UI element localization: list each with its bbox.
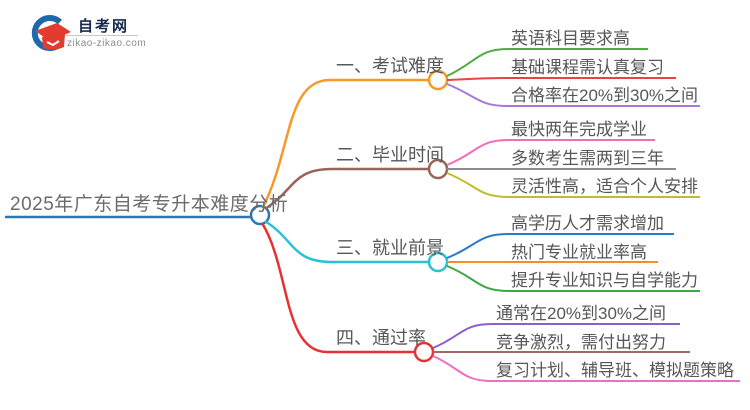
branch-1-child-3[interactable]: 合格率在20%到30%之间 [511,86,699,105]
branch-2-child-1-curve [446,139,655,166]
branch-3-child-3[interactable]: 提升专业知识与自学能力 [511,271,698,290]
branch-3-child-3-curve [446,265,700,292]
branch-3-child-1[interactable]: 高学历人才需求增加 [511,214,664,233]
branch-4-curve [260,222,415,354]
branch-3-employment-outlook[interactable]: 三、就业前景 [336,238,444,258]
central-topic[interactable]: 2025年广东自考专升本难度分析 [10,194,289,215]
branch-4-child-2[interactable]: 竞争激烈，需付出努力 [496,333,666,352]
branch-2-child-3-curve [446,172,700,198]
site-url: zikao-zikao.com [67,38,147,49]
branch-1-child-2-curve [446,77,676,81]
branch-2-curve [264,167,429,211]
branch-1-child-1-curve [446,48,648,77]
branch-2-child-2[interactable]: 多数考生需两到三年 [511,149,664,168]
branch-1-exam-difficulty[interactable]: 一、考试难度 [336,56,444,76]
logo-divider [66,35,138,36]
central-hub-circle[interactable] [249,204,271,226]
branch-1-child-1[interactable]: 英语科目要求高 [511,29,630,48]
branch-2-graduation-time[interactable]: 二、毕业时间 [336,145,444,165]
branch-4-child-1-curve [432,323,680,349]
branch-4-child-1[interactable]: 通常在20%到30%之间 [496,304,667,323]
branch-1-curve [261,78,429,208]
branch-4-child-3[interactable]: 复习计划、辅导班、模拟题策略 [496,361,734,380]
branch-3-child-2[interactable]: 热门专业就业率高 [511,243,647,262]
branch-1-child-2[interactable]: 基础课程需认真复习 [511,58,664,77]
branch-3-child-1-curve [446,233,674,259]
branch-2-child-1[interactable]: 最快两年完成学业 [511,120,647,139]
branch-1-child-3-curve [446,83,700,107]
branch-4-child-3-curve [432,355,740,382]
branch-2-child-3[interactable]: 灵活性高，适合个人安排 [511,177,698,196]
branch-3-curve [264,219,429,264]
graduation-cap-icon [31,15,71,51]
branch-4-pass-rate[interactable]: 四、通过率 [336,328,426,348]
site-logo[interactable]: 自考网 zikao-zikao.com [22,8,172,56]
site-name: 自考网 [78,18,130,35]
